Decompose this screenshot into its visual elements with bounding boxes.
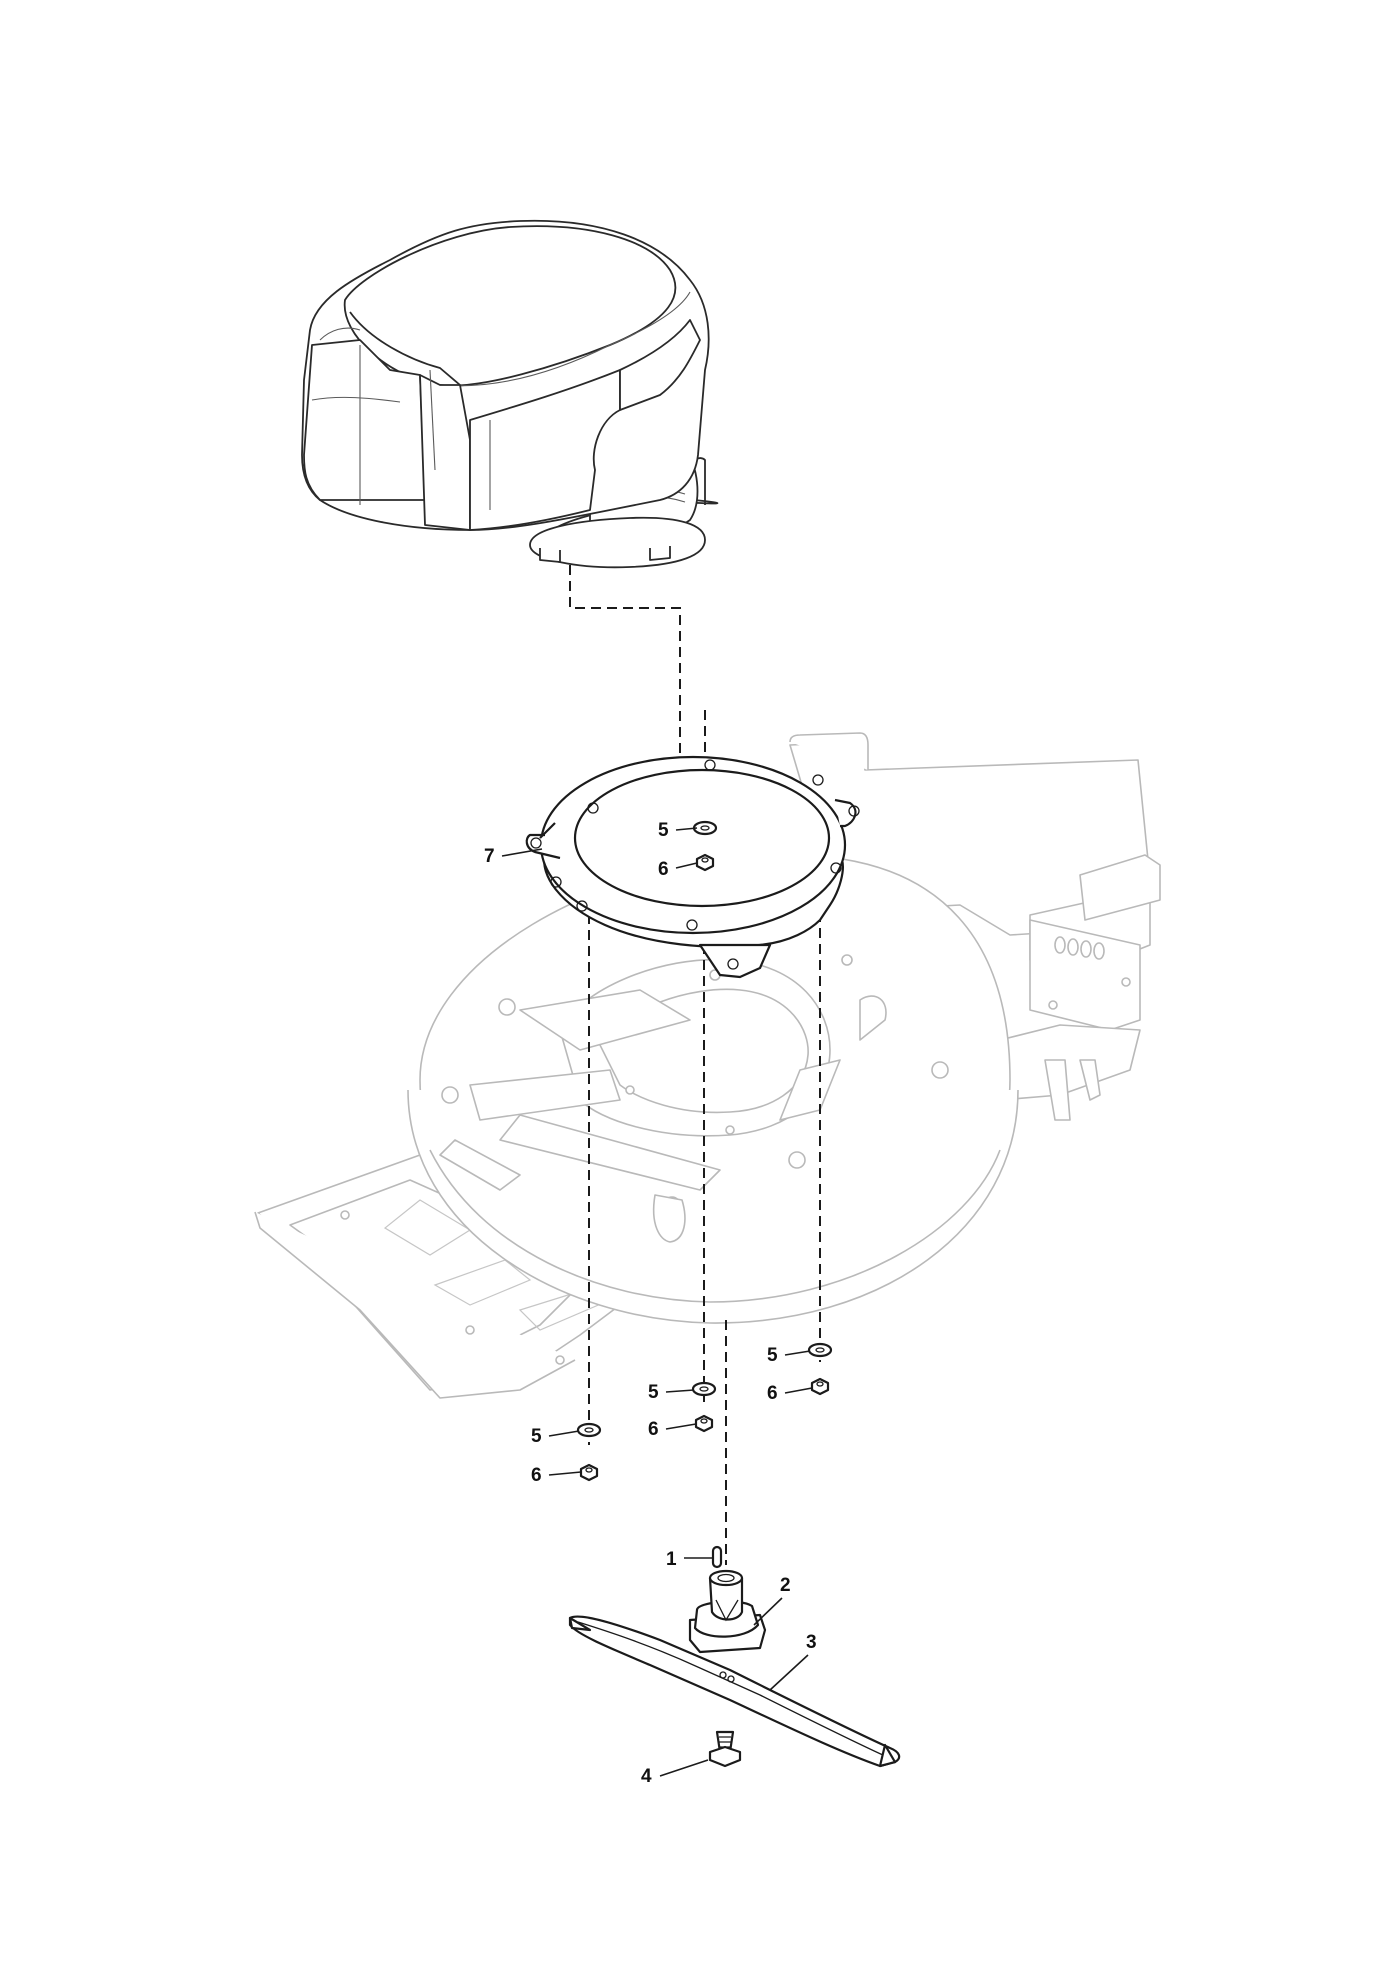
svg-text:1: 1 <box>666 1549 677 1570</box>
svg-text:5: 5 <box>648 1382 659 1403</box>
blade-bolt <box>708 1730 742 1768</box>
callout-6-top: 6 <box>658 859 698 880</box>
motor-housing <box>301 219 719 569</box>
callout-5-top: 5 <box>658 820 698 841</box>
svg-text:4: 4 <box>641 1766 652 1787</box>
svg-text:3: 3 <box>806 1632 817 1653</box>
svg-text:6: 6 <box>767 1383 778 1404</box>
washer-center <box>691 1381 717 1397</box>
cutting-blade <box>568 1615 901 1768</box>
callout-3: 3 <box>769 1632 817 1691</box>
svg-text:6: 6 <box>658 859 669 880</box>
svg-text:2: 2 <box>780 1575 791 1596</box>
svg-text:6: 6 <box>648 1419 659 1440</box>
ring-bolt-holes <box>530 759 860 970</box>
svg-text:6: 6 <box>531 1465 542 1486</box>
callout-6-center: 6 <box>648 1419 697 1440</box>
callout-6-right: 6 <box>767 1383 813 1404</box>
svg-text:7: 7 <box>484 846 495 867</box>
callout-4: 4 <box>641 1759 709 1787</box>
callout-5-right: 5 <box>767 1345 811 1366</box>
callout-2: 2 <box>753 1575 791 1626</box>
mower-deck-ghost <box>254 732 1161 1399</box>
drive-key <box>711 1545 723 1569</box>
nut-left <box>579 1463 599 1482</box>
callout-6-left: 6 <box>531 1465 582 1486</box>
nut-center <box>694 1414 714 1433</box>
blade-adapter <box>688 1569 767 1654</box>
svg-text:5: 5 <box>531 1426 542 1447</box>
nut-right <box>810 1377 830 1396</box>
callout-7: 7 <box>484 846 543 867</box>
bracket-holes <box>1048 936 1131 1010</box>
washer-left <box>576 1422 602 1438</box>
nut-top <box>695 853 715 872</box>
svg-text:5: 5 <box>767 1345 778 1366</box>
mounting-ring <box>525 755 860 979</box>
washer-top <box>692 820 718 836</box>
svg-text:5: 5 <box>658 820 669 841</box>
callout-5-center: 5 <box>648 1382 695 1403</box>
callout-5-left: 5 <box>531 1426 580 1447</box>
callout-1: 1 <box>666 1549 712 1570</box>
washers-and-nuts <box>576 820 833 1482</box>
washer-right <box>807 1342 833 1358</box>
callouts: 7 5 6 5 6 5 6 5 <box>484 820 817 1787</box>
